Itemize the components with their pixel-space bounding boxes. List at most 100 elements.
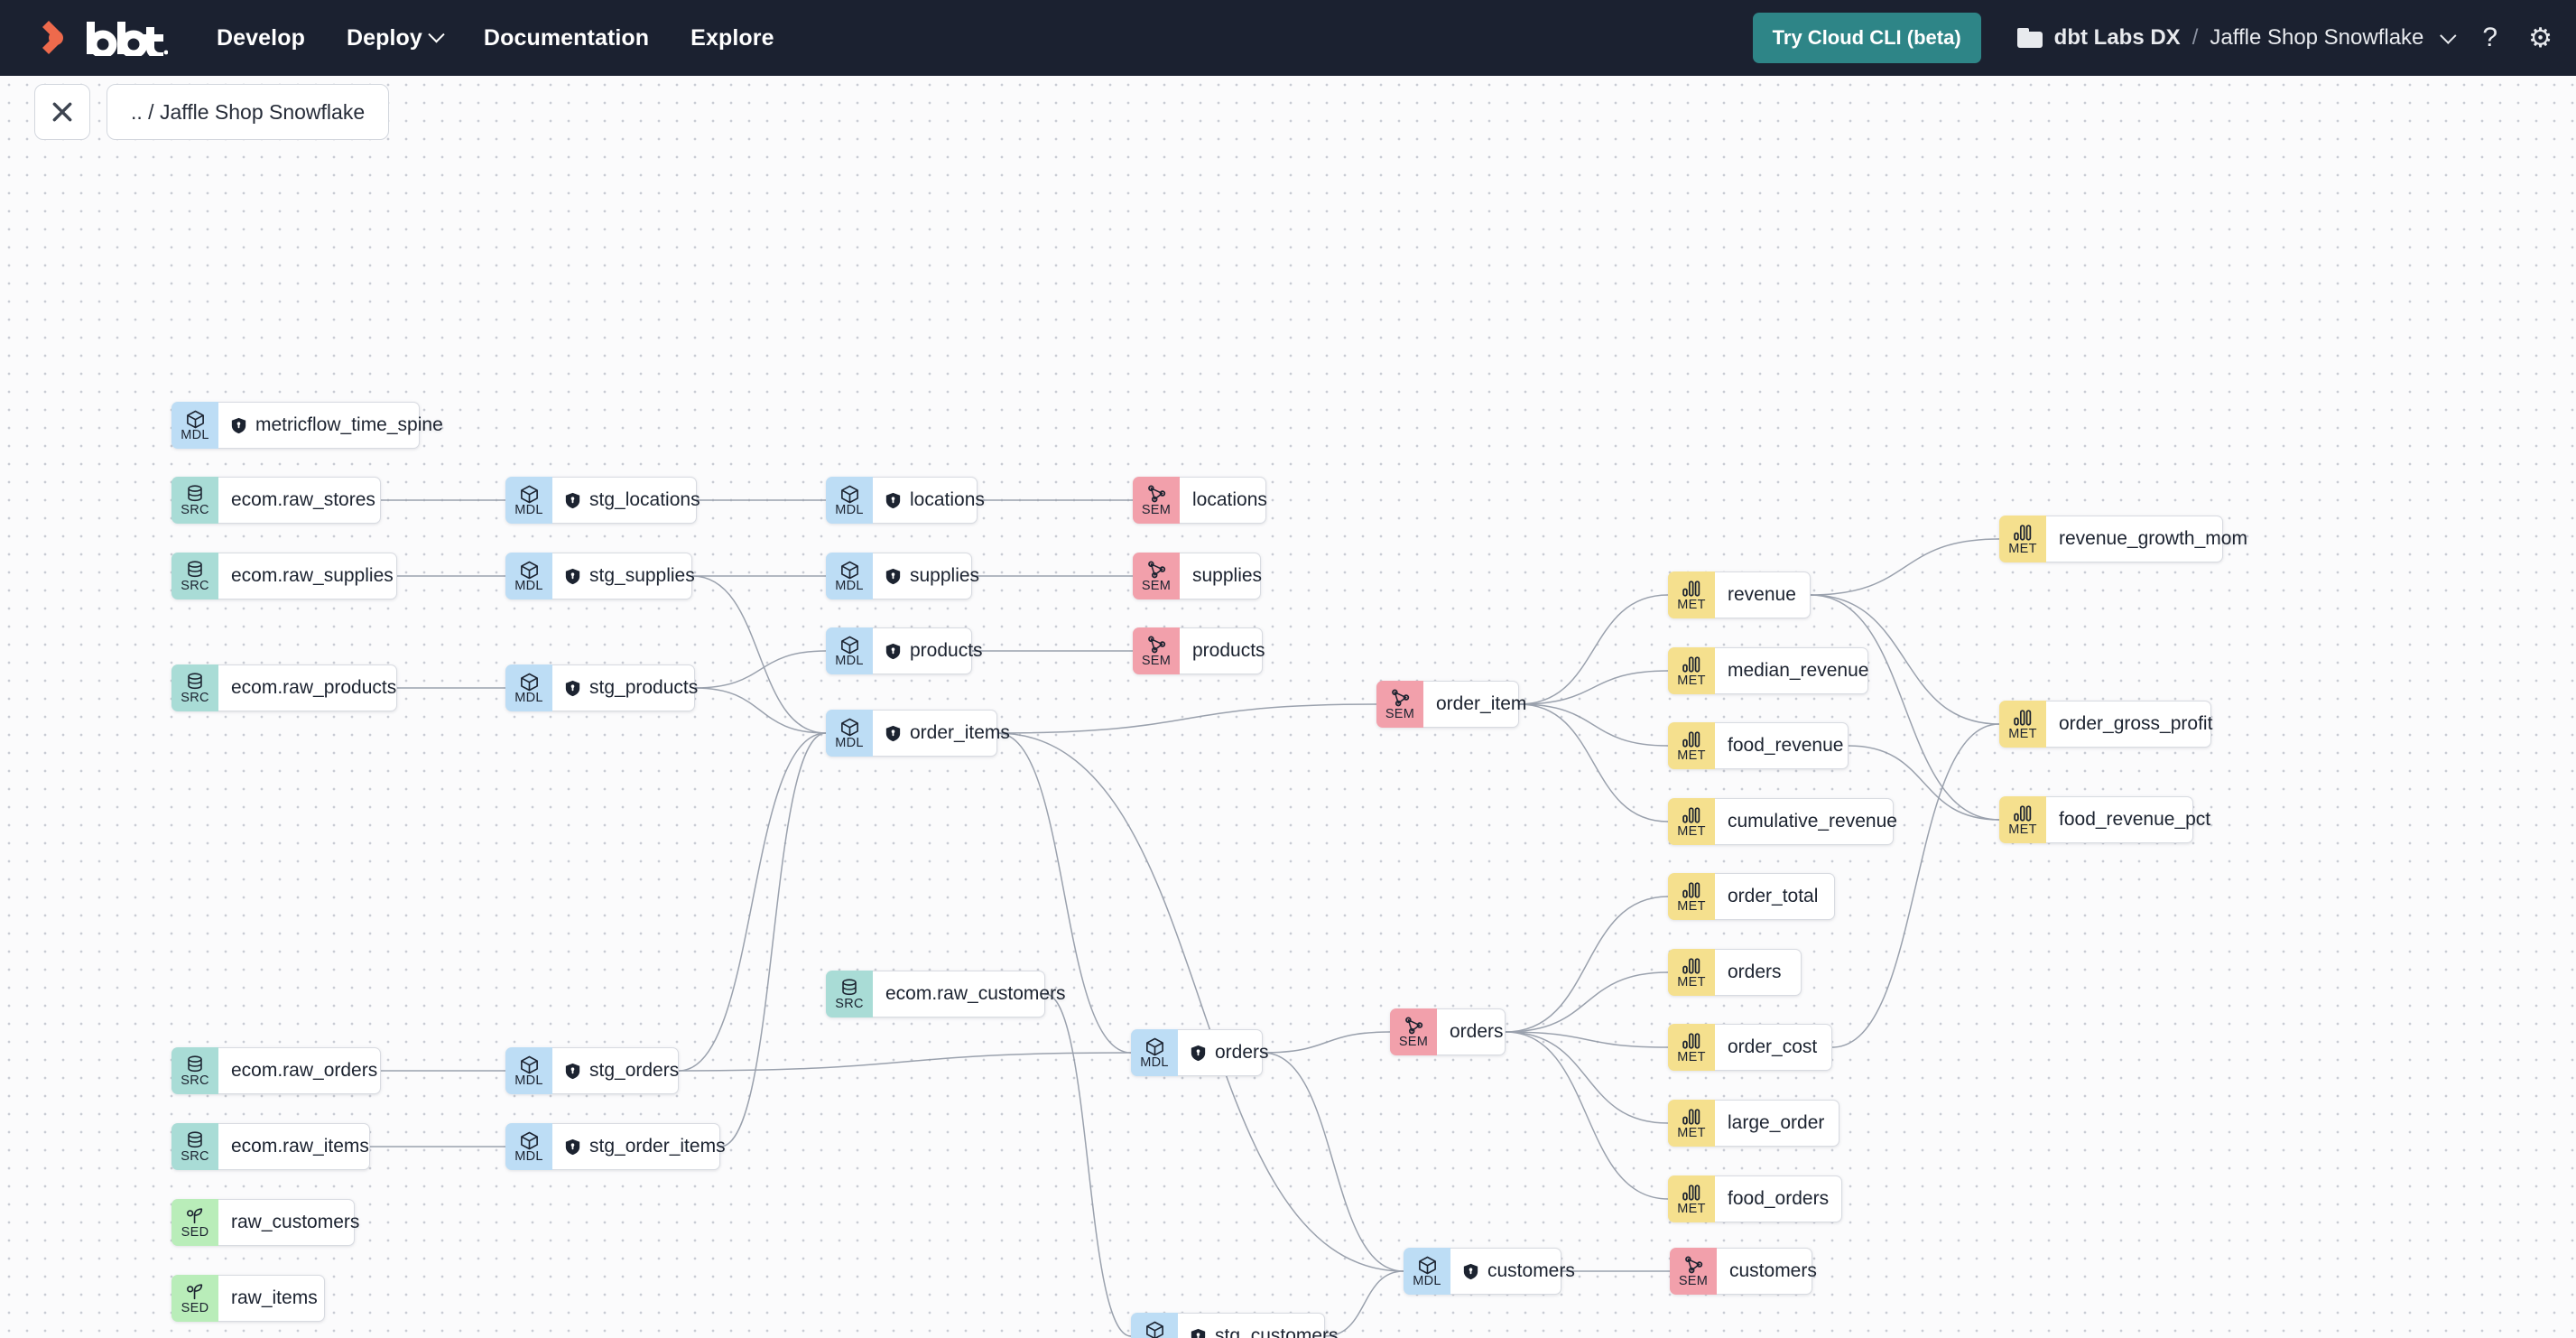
lineage-node-mdl_supplies[interactable]: MDL supplies [826,553,979,599]
lineage-edge [996,732,1404,1272]
protected-shield-icon [565,1138,580,1155]
top-navigation-bar: Develop Deploy Documentation Explore Try… [0,0,2576,76]
lineage-node-stg_orders[interactable]: MDL stg_orders [505,1047,679,1094]
lineage-node-src_orders[interactable]: SRC ecom.raw_orders [171,1047,381,1094]
lineage-edge [1518,703,1669,747]
lineage-toolbar: .. / Jaffle Shop Snowflake [0,76,2576,148]
node-type-label: MDL [835,578,864,593]
cube-icon [186,410,204,428]
node-type-badge-sem: SEM [1133,627,1180,674]
lineage-node-mdl_products[interactable]: MDL products [826,627,983,674]
lineage-edge [678,1052,1132,1072]
node-type-badge-met: MET [1668,798,1715,845]
node-type-label: MET [1677,974,1706,990]
close-lineage-button[interactable] [34,84,90,140]
dbt-logo[interactable] [36,15,168,60]
database-icon [842,979,857,996]
metric-bars-icon [1682,807,1700,823]
lineage-node-mdl_orders[interactable]: MDL orders [1131,1029,1269,1076]
node-type-label: MET [1677,748,1706,763]
try-cloud-cli-button[interactable]: Try Cloud CLI (beta) [1752,13,1981,63]
lineage-node-stg_locations[interactable]: MDL stg_locations [505,477,700,524]
lineage-edge [1518,703,1669,822]
nav-link-develop[interactable]: Develop [217,25,305,51]
node-label: stg_products [589,677,699,698]
node-label: large_order [1728,1112,1825,1133]
node-body: customers [1717,1248,1817,1295]
node-type-badge-sed: SED [171,1199,218,1246]
lineage-node-stg_customers[interactable]: MDL stg_customers [1131,1313,1339,1338]
lineage-node-stg_products[interactable]: MDL stg_products [505,664,699,711]
node-body: locations [873,477,985,524]
node-type-label: MET [2008,822,2037,837]
node-body: stg_supplies [552,553,695,599]
breadcrumb-project-button[interactable]: .. / Jaffle Shop Snowflake [107,84,390,140]
node-label: supplies [1192,565,1263,586]
node-label: products [910,640,983,661]
node-label: order_gross_profit [2059,713,2213,734]
lineage-node-mdl_locations[interactable]: MDL locations [826,477,985,524]
metric-bars-icon [1682,882,1700,898]
semantic-model-icon [1147,561,1165,578]
node-body: orders [1178,1029,1269,1076]
node-body: orders [1437,1008,1506,1055]
cube-icon [840,485,858,503]
lineage-node-mdl_order_items[interactable]: MDL order_items [826,710,1010,757]
lineage-edge [1044,993,1132,1337]
gear-icon[interactable]: ⚙ [2528,23,2553,53]
lineage-node-stg_supplies[interactable]: MDL stg_supplies [505,553,695,599]
node-body: ecom.raw_customers [873,971,1066,1017]
database-icon [188,673,202,690]
node-type-label: SRC [181,1073,209,1088]
metric-bars-icon [1682,1109,1700,1125]
node-label: stg_locations [589,489,700,510]
help-icon[interactable]: ? [2482,23,2498,52]
account-project-breadcrumb[interactable]: dbt Labs DX / Jaffle Shop Snowflake [2016,25,2457,51]
semantic-model-icon [1404,1017,1422,1034]
protected-shield-icon [1463,1263,1478,1279]
breadcrumb-separator: / [2191,25,2199,50]
node-body: locations [1180,477,1267,524]
chevron-down-icon[interactable] [2440,26,2457,44]
nav-link-documentation[interactable]: Documentation [484,25,649,51]
node-body: ecom.raw_orders [218,1047,381,1094]
lineage-edge [1505,971,1669,1033]
metric-bars-icon [2014,525,2032,541]
lineage-node-stg_order_items[interactable]: MDL stg_order_items [505,1123,726,1170]
node-type-badge-met: MET [1668,1175,1715,1222]
node-body: products [873,627,983,674]
semantic-model-icon [1391,689,1409,706]
nav-link-explore[interactable]: Explore [690,25,774,51]
node-label: order_items [910,722,1010,743]
lineage-node-metricflow_time_spine[interactable]: MDL metricflow_time_spine [171,402,443,449]
semantic-model-icon [1684,1256,1702,1273]
nav-link-deploy[interactable]: Deploy [347,25,445,51]
lineage-node-mdl_customers[interactable]: MDL customers [1404,1248,1575,1295]
